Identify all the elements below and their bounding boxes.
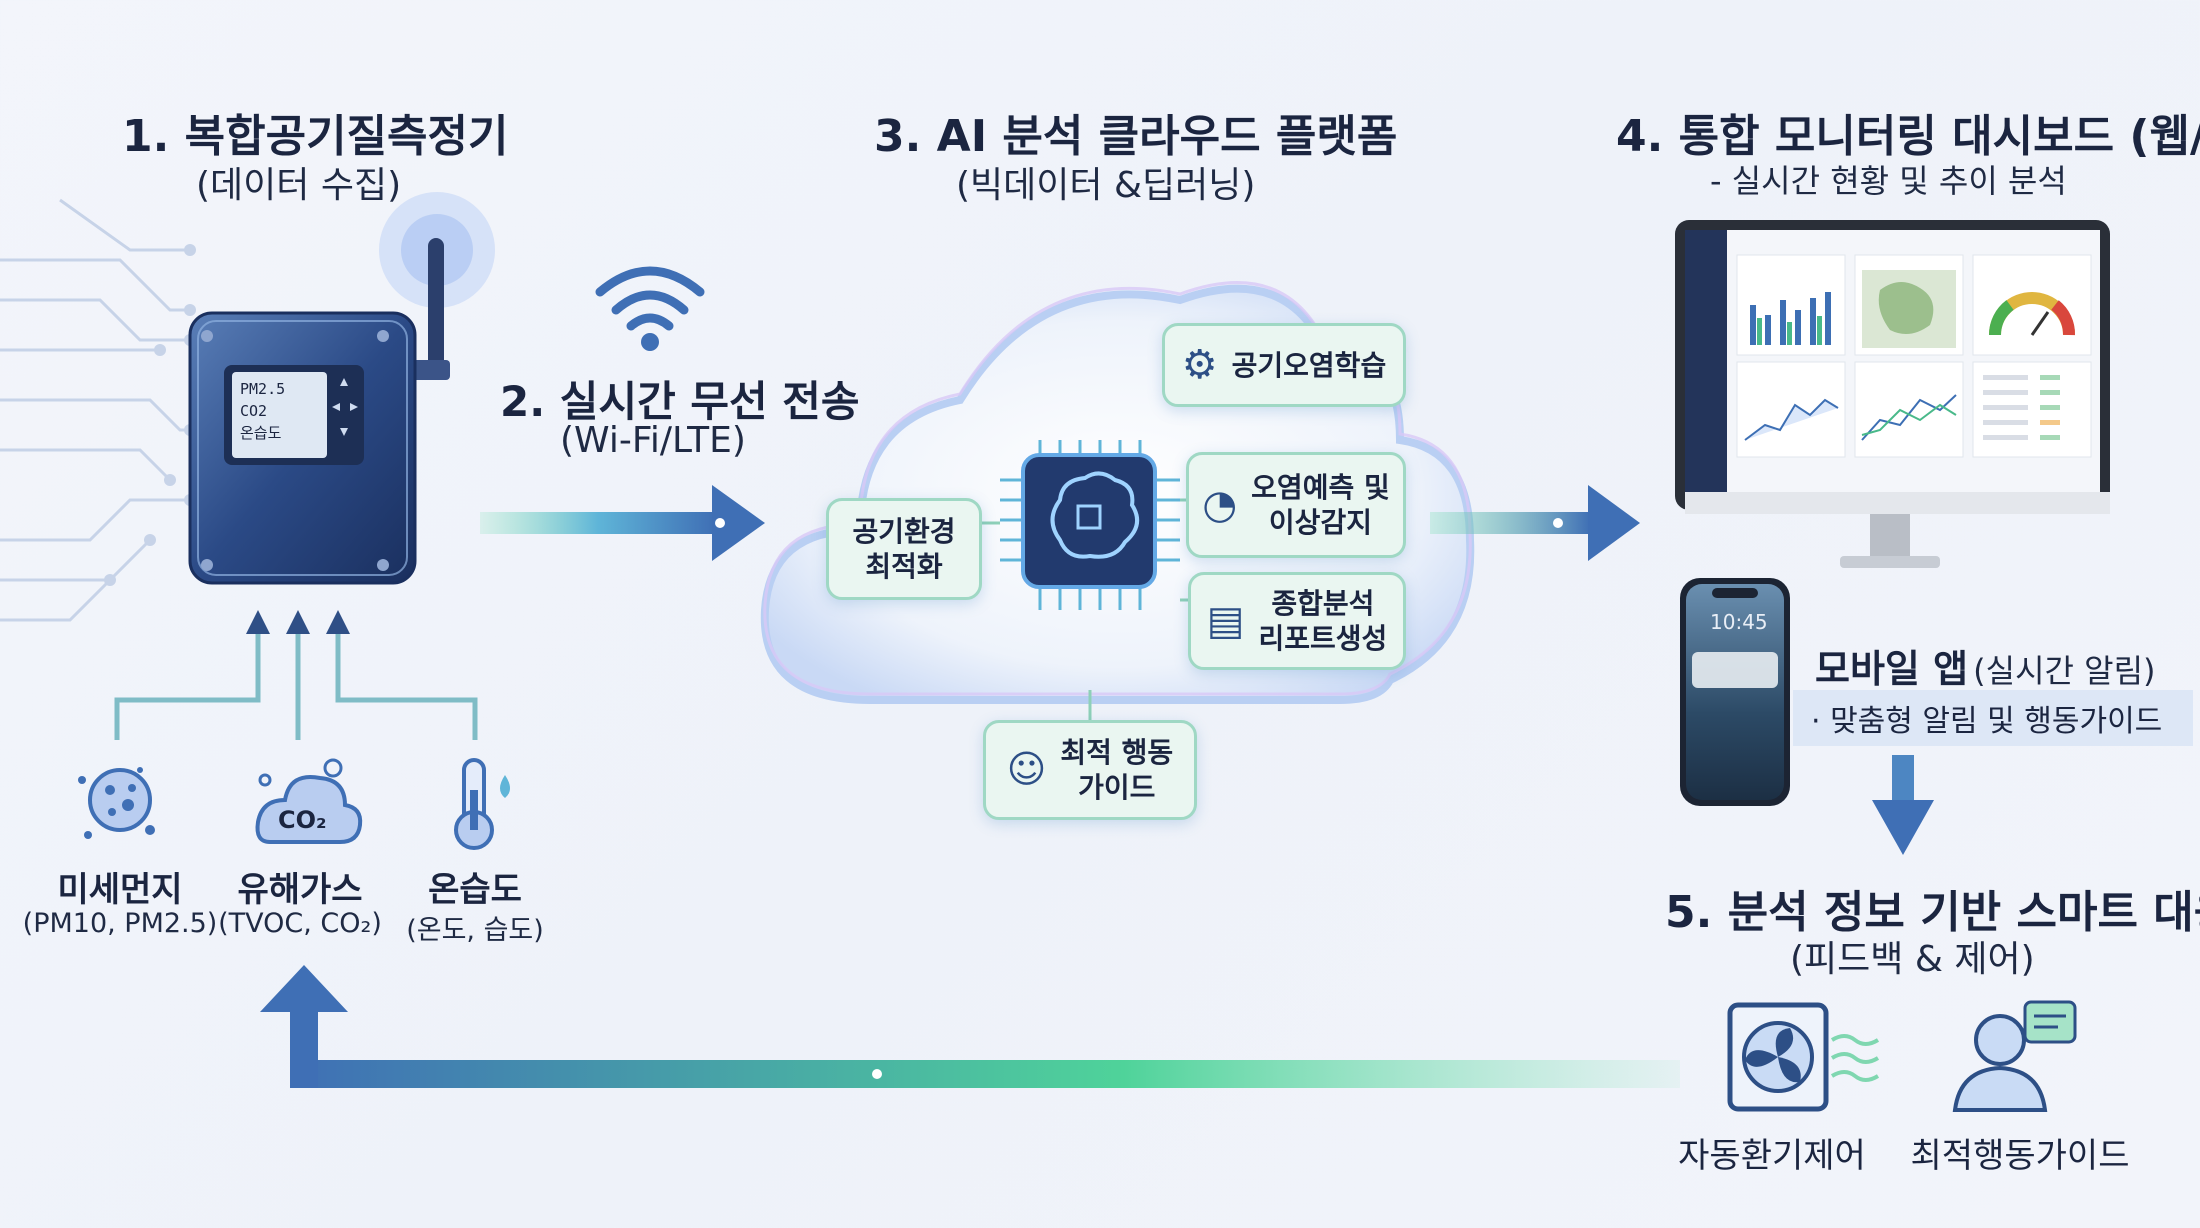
sensor-sub-dust: (PM10, PM2.5) xyxy=(22,908,218,939)
fan-icon xyxy=(1727,1002,1880,1112)
sensor-arrows xyxy=(114,630,478,740)
transmission-arrow xyxy=(480,485,765,561)
gauge-icon: ◔ xyxy=(1202,482,1238,528)
circuit-lines xyxy=(0,198,190,622)
sensor-sub-gas: (TVOC, CO₂) xyxy=(218,908,382,939)
gear-icon: ⚙ xyxy=(1181,342,1218,388)
device-screen: PM2.5 CO2 온습도 xyxy=(240,378,330,444)
step3-subtitle: (빅데이터 &딥러닝) xyxy=(956,165,1256,206)
screen-label: CO2 xyxy=(240,402,268,420)
step3-title: 3. AI 분석 클라우드 플랫폼 xyxy=(874,111,1398,162)
sensor-label-temp: 온습도 xyxy=(428,870,522,910)
person-chat-icon: ☺ xyxy=(1006,747,1047,792)
action-label-guide: 최적행동가이드 xyxy=(1910,1136,2130,1176)
dashboard-arrow xyxy=(1430,485,1640,561)
dust-icon xyxy=(78,767,155,839)
step4-title: 4. 통합 모니터링 대시보드 (웹/PC) xyxy=(1616,111,2200,162)
step5-title: 5. 분석 정보 기반 스마트 대응 xyxy=(1665,887,2200,938)
sensor-sub-temp: (온도, 습도) xyxy=(406,915,544,946)
phone-time: 10:45 xyxy=(1710,610,1768,634)
mobile-desc: · 맞춤형 알림 및 행동가이드 xyxy=(1793,690,2193,746)
mobile-phone xyxy=(1680,578,1790,806)
co2-cloud-icon xyxy=(255,758,363,844)
thermometer-icon xyxy=(454,758,510,850)
step5-subtitle: (피드백 & 제어) xyxy=(1790,939,2035,980)
document-icon: ▤ xyxy=(1206,598,1245,644)
screen-label: 온습도 xyxy=(240,424,282,442)
action-label-vent: 자동환기제어 xyxy=(1678,1136,1866,1176)
person-chat-icon xyxy=(1952,1000,2077,1112)
step1-title: 1. 복합공기질측정기 xyxy=(122,111,509,162)
feedback-arrow xyxy=(260,965,1680,1088)
bubble-label: 공기오염학습 xyxy=(1231,348,1387,382)
sensor-label-dust: 미세먼지 xyxy=(57,870,183,910)
step2-subtitle: (Wi-Fi/LTE) xyxy=(560,420,746,461)
mobile-title-note: (실시간 알림) xyxy=(1973,652,2156,690)
step1-subtitle: (데이터 수집) xyxy=(196,165,402,206)
step4-subtitle: - 실시간 현황 및 추이 분석 xyxy=(1710,162,2067,200)
antenna xyxy=(428,238,444,378)
bubble-learning: ⚙ 공기오염학습 xyxy=(1162,323,1406,407)
ai-chip-icon xyxy=(1000,440,1180,610)
down-arrow xyxy=(1872,755,1934,855)
step2-title: 2. 실시간 무선 전송 xyxy=(500,377,860,426)
mobile-title: 모바일 앱 xyxy=(1815,647,1969,691)
mobile-title-row: 모바일 앱 (실시간 알림) xyxy=(1815,638,2156,693)
screen-label: PM2.5 xyxy=(240,380,286,398)
wifi-icon xyxy=(595,266,705,331)
dashboard-monitor xyxy=(1675,220,2110,568)
co2-icon-text: CO₂ xyxy=(278,806,327,834)
sensor-label-gas: 유해가스 xyxy=(237,870,363,910)
air-quality-device xyxy=(188,311,417,585)
